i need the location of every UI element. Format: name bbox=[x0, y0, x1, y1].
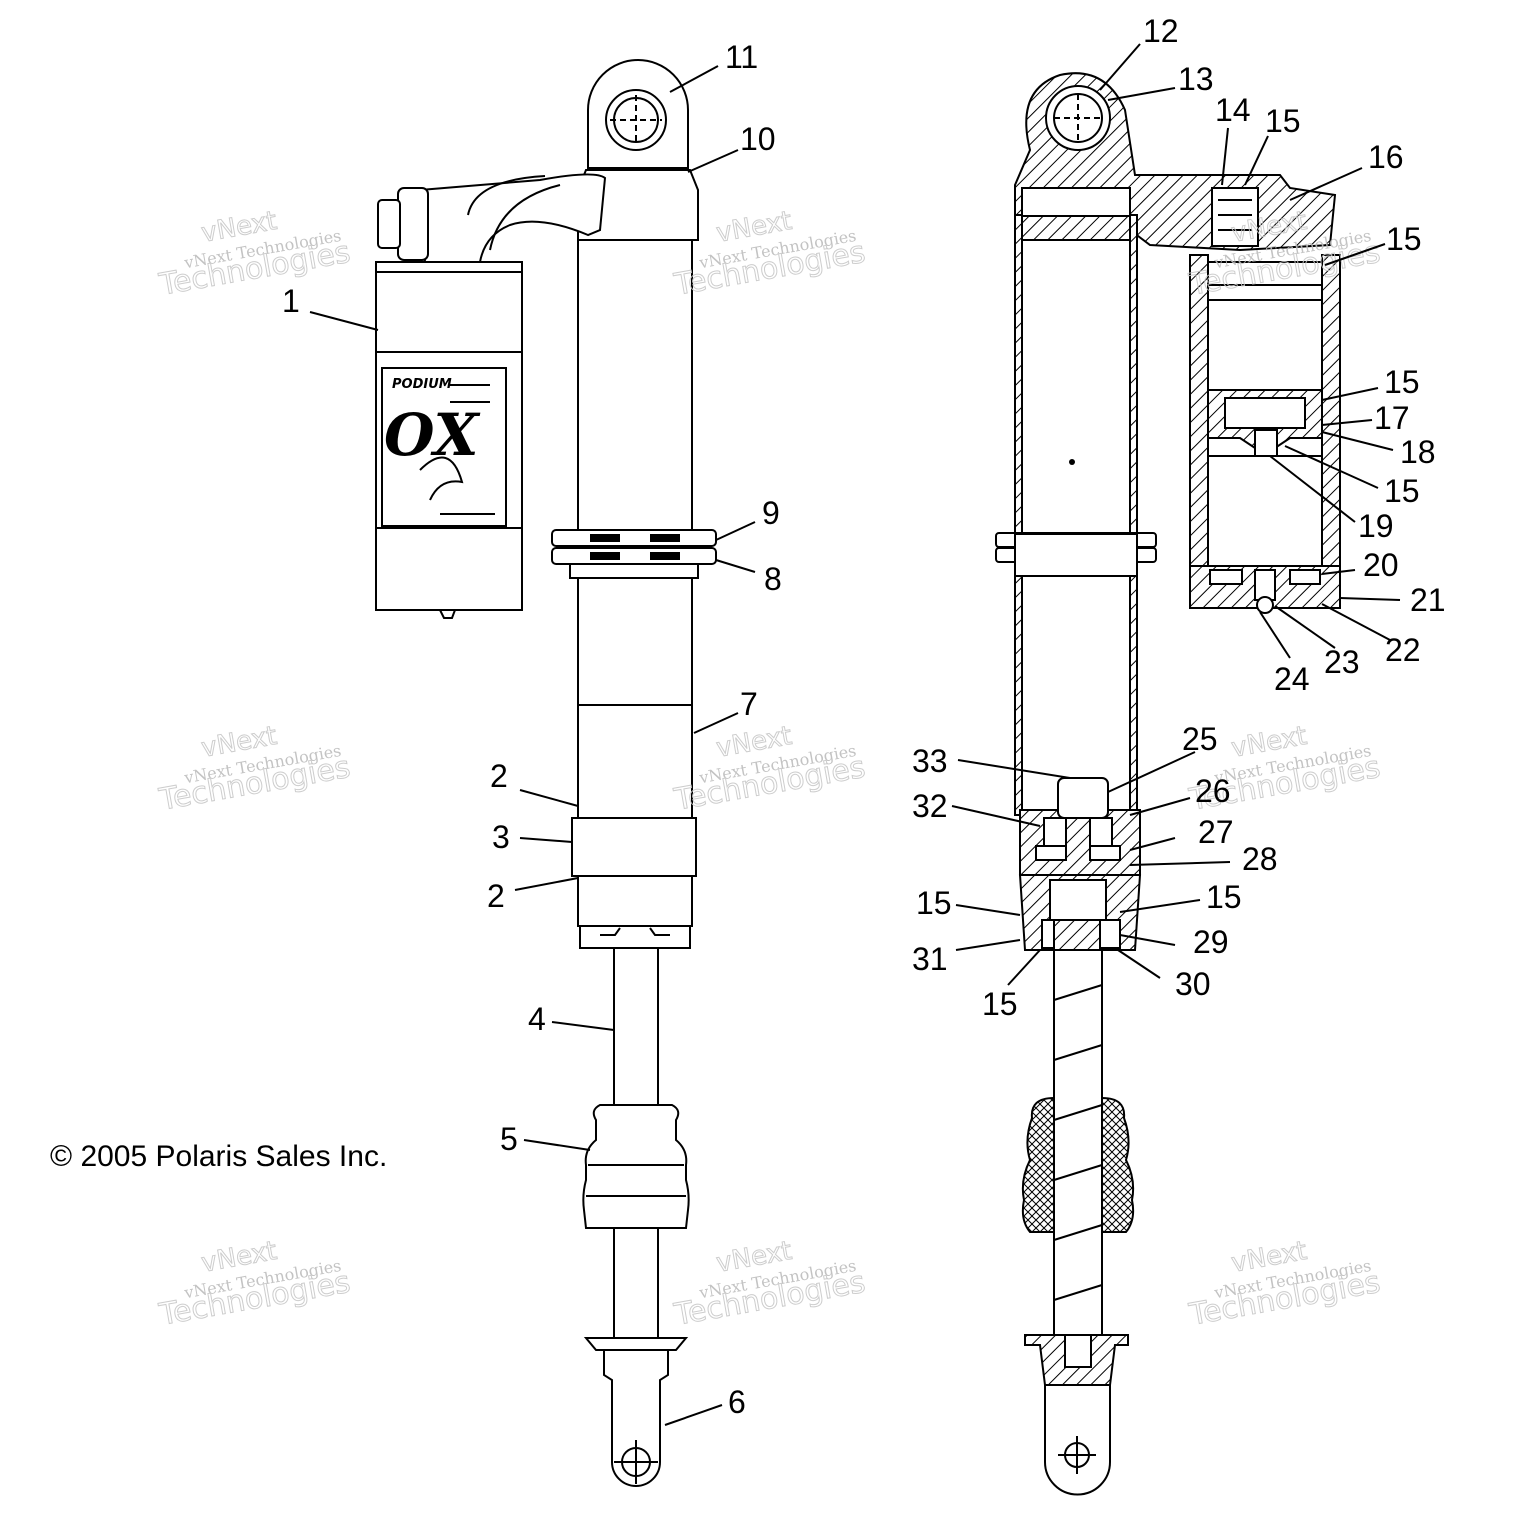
callout-29: 29 bbox=[1193, 924, 1229, 960]
callout-11: 11 bbox=[725, 39, 758, 75]
callout-30: 30 bbox=[1175, 966, 1211, 1002]
callout-15d: 15 bbox=[1384, 473, 1420, 509]
callout-32: 32 bbox=[912, 788, 948, 824]
callout-15e: 15 bbox=[1206, 879, 1242, 915]
callout-18: 18 bbox=[1400, 434, 1436, 470]
cutaway-bumper-right bbox=[1101, 1096, 1135, 1233]
callout-19: 19 bbox=[1358, 508, 1394, 544]
callout-10: 10 bbox=[740, 121, 776, 157]
cutaway-shaft bbox=[1053, 949, 1103, 1336]
callout-1: 1 bbox=[282, 283, 300, 319]
shock-body-lower bbox=[577, 577, 693, 819]
bottom-out-bumper bbox=[582, 1104, 690, 1229]
callout-15c: 15 bbox=[1384, 364, 1420, 400]
callout-13: 13 bbox=[1178, 61, 1214, 97]
cutaway-bumper-left bbox=[1021, 1096, 1055, 1233]
callout-labels: 1 2 3 2 4 5 6 7 8 9 10 11 12 13 14 15 16… bbox=[282, 13, 1446, 1420]
reservoir-hose bbox=[418, 173, 607, 263]
callout-26: 26 bbox=[1195, 773, 1231, 809]
callout-31: 31 bbox=[912, 941, 948, 977]
cutaway-left-wall bbox=[1014, 214, 1023, 816]
callout-21: 21 bbox=[1410, 582, 1446, 618]
callout-14: 14 bbox=[1215, 92, 1251, 128]
wear-band bbox=[571, 817, 697, 877]
seal-head bbox=[1019, 809, 1141, 876]
callout-25: 25 bbox=[1182, 721, 1218, 757]
shock-cutaway-view bbox=[995, 72, 1341, 1496]
callout-22: 22 bbox=[1385, 632, 1421, 668]
inner-cap-top bbox=[1021, 187, 1131, 217]
reservoir-left-wall bbox=[1189, 254, 1209, 596]
svg-text:PODIUM: PODIUM bbox=[392, 377, 452, 392]
callout-3: 3 bbox=[492, 819, 510, 855]
callout-9: 9 bbox=[762, 495, 780, 531]
piston-stem bbox=[1057, 777, 1109, 819]
callout-8: 8 bbox=[764, 561, 782, 597]
callout-15g: 15 bbox=[916, 885, 952, 921]
spring-preload-ring-8 bbox=[551, 547, 717, 565]
shaft bbox=[613, 947, 659, 1109]
leader-lines bbox=[309, 43, 1401, 1426]
callout-5: 5 bbox=[500, 1121, 518, 1157]
callout-27: 27 bbox=[1198, 814, 1234, 850]
adjuster-block bbox=[1211, 187, 1259, 247]
shock-body bbox=[577, 239, 693, 579]
hose-nut bbox=[377, 199, 401, 249]
spring-preload-ring-9 bbox=[551, 529, 717, 547]
callout-15f: 15 bbox=[982, 986, 1018, 1022]
hose-fitting bbox=[397, 187, 429, 261]
copyright-notice: © 2005 Polaris Sales Inc. bbox=[50, 1140, 387, 1173]
callout-15b: 15 bbox=[1386, 221, 1422, 257]
bottom-eyelet bbox=[583, 1337, 689, 1351]
callout-15a: 15 bbox=[1265, 103, 1301, 139]
svg-text:OX: OX bbox=[384, 401, 481, 469]
callout-20: 20 bbox=[1363, 547, 1399, 583]
callout-2b: 2 bbox=[487, 878, 505, 914]
callout-17: 17 bbox=[1374, 400, 1410, 436]
callout-16: 16 bbox=[1368, 139, 1404, 175]
body-bottom bbox=[577, 875, 693, 927]
callout-7: 7 bbox=[740, 686, 758, 722]
bearing-cap bbox=[579, 925, 691, 949]
callout-24: 24 bbox=[1274, 661, 1310, 697]
callout-4: 4 bbox=[528, 1001, 546, 1037]
callout-6: 6 bbox=[728, 1384, 746, 1420]
callout-23: 23 bbox=[1324, 644, 1360, 680]
shock-external-view: PODIUM OX bbox=[375, 59, 717, 1487]
cutaway-right-wall bbox=[1129, 214, 1138, 816]
reservoir-cap bbox=[1207, 261, 1323, 301]
schrader-valve bbox=[1254, 569, 1276, 601]
callout-33: 33 bbox=[912, 743, 948, 779]
callout-2: 2 bbox=[490, 758, 508, 794]
piston-valve bbox=[1254, 429, 1278, 457]
reservoir bbox=[375, 261, 523, 611]
callout-28: 28 bbox=[1242, 841, 1278, 877]
callout-12: 12 bbox=[1143, 13, 1179, 49]
